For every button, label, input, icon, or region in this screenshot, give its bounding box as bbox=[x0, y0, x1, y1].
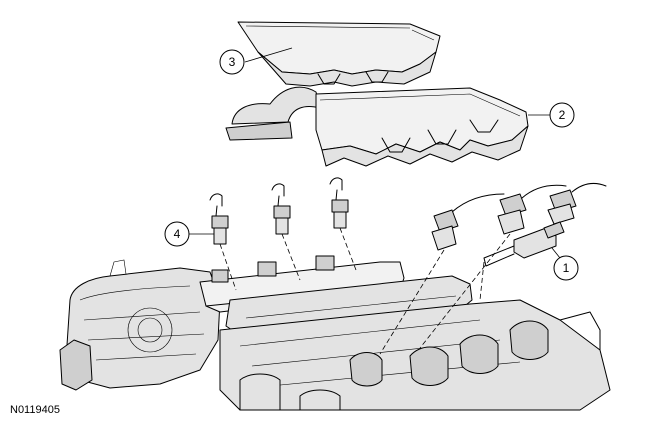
callout-2-label: 2 bbox=[559, 108, 566, 122]
callout-2: 2 bbox=[528, 102, 575, 128]
lower-engine-cover bbox=[225, 86, 529, 167]
fuel-injector-group-left bbox=[209, 177, 357, 291]
callout-1-label: 1 bbox=[563, 261, 570, 275]
callout-4: 4 bbox=[164, 221, 214, 247]
engine-assembly bbox=[59, 255, 611, 411]
callout-4-label: 4 bbox=[174, 227, 181, 241]
sensor-component bbox=[479, 221, 565, 301]
upper-engine-cover bbox=[237, 21, 441, 87]
callout-3: 3 bbox=[219, 47, 293, 75]
callout-1: 1 bbox=[551, 247, 579, 281]
figure-identifier: N0119405 bbox=[10, 404, 60, 416]
callout-3-label: 3 bbox=[229, 55, 236, 69]
fuel-injector-group-right bbox=[379, 183, 607, 355]
